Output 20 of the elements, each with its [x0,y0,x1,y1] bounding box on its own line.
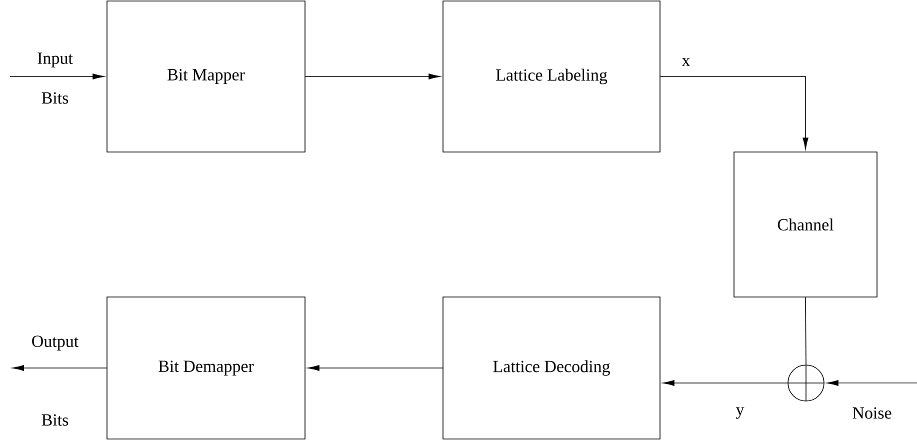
signal-label: Input [38,52,73,68]
process-box: Channel [734,152,878,298]
arrow [660,76,808,150]
arrow [12,365,107,371]
arrow [10,74,104,80]
process-box: Lattice Labeling [442,0,660,152]
signal-label: Bits [42,92,68,104]
signal-label: Output [32,336,79,350]
process-box: Lattice Decoding [442,296,660,440]
process-box: Bit Mapper [106,0,306,152]
summing-junction [788,364,824,402]
arrow [305,74,440,80]
arrow [662,380,788,386]
edge-label: x [680,57,692,67]
edge-label: Noise [851,406,893,420]
edge-label: y [734,406,746,420]
process-box: Bit Demapper [106,296,306,440]
arrow [308,365,443,371]
arrow [826,380,917,386]
signal-label: Bits [42,414,68,426]
